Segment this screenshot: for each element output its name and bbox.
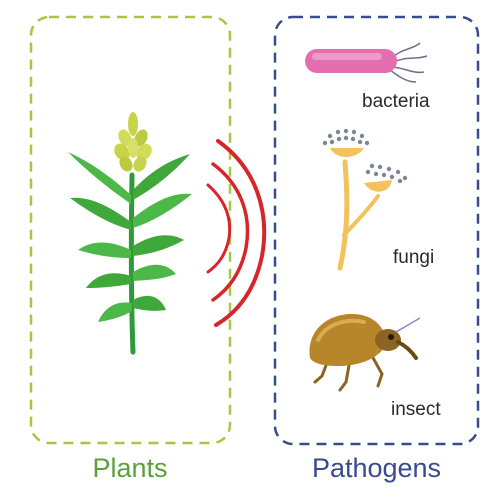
insect-label: insect <box>391 399 441 421</box>
bacterium-icon <box>305 43 427 82</box>
plant-icon <box>68 112 192 352</box>
pathogens-panel-frame <box>275 17 478 444</box>
pathogens-caption: Pathogens <box>270 452 483 484</box>
signal-waves-icon <box>208 141 264 325</box>
fungi-label: fungi <box>393 247 434 269</box>
plants-caption: Plants <box>30 452 230 484</box>
weevil-insect-icon <box>309 314 420 390</box>
bacteria-label: bacteria <box>362 91 430 113</box>
